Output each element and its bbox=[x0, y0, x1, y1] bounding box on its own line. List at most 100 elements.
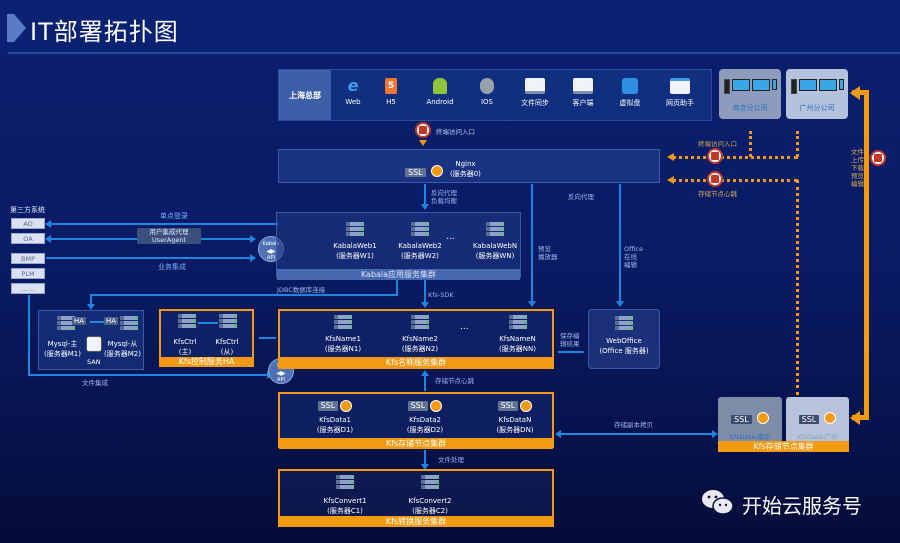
server-icon bbox=[120, 316, 138, 333]
office-edit-label: Office 在线 编辑 bbox=[624, 245, 643, 269]
title-chevron-icon bbox=[7, 14, 14, 42]
html5-icon: 5 bbox=[385, 78, 397, 94]
heartbeat-dotted bbox=[672, 179, 798, 182]
cloud-drive-icon bbox=[622, 78, 638, 94]
jdbc-link bbox=[90, 294, 398, 296]
label-line: 负载均衡 bbox=[431, 197, 457, 205]
server-icon bbox=[421, 475, 439, 492]
wechat-icon bbox=[702, 490, 734, 515]
kfs-data-node[interactable]: SSL KfsData1 (服务器D1) bbox=[305, 400, 365, 435]
label-line: 文件 bbox=[851, 148, 864, 156]
arrow-down-icon bbox=[421, 302, 429, 308]
link-line bbox=[424, 184, 426, 204]
node-name: KabalaWebN bbox=[472, 242, 518, 250]
file-integration-label: 文件集成 bbox=[82, 379, 108, 387]
client-bar bbox=[278, 69, 712, 121]
client-android[interactable]: Android bbox=[415, 74, 465, 118]
node-name: KfsCtrl bbox=[215, 338, 239, 346]
disk-icon bbox=[86, 336, 102, 352]
arrow-up-icon bbox=[421, 370, 429, 376]
nginx-node: Nginx (服务器0) bbox=[450, 159, 481, 179]
node-server: (服务器N2) bbox=[401, 345, 439, 353]
nginx-box[interactable] bbox=[278, 149, 660, 183]
jdbc-label: JDBC数据库连接 bbox=[277, 286, 326, 294]
third-party-plm[interactable]: PLM bbox=[11, 268, 45, 279]
dotted-link bbox=[796, 131, 799, 157]
kfs-data-node[interactable]: SSL KfsDataN (服务器DN) bbox=[485, 400, 545, 435]
branch-label: 南京分公司 bbox=[732, 104, 768, 112]
client-web-helper[interactable]: 网页助手 bbox=[655, 74, 705, 118]
node-name: KfsName1 bbox=[325, 335, 361, 343]
nginx-name: Nginx bbox=[455, 160, 476, 168]
node-name: KfsConvert2 bbox=[408, 497, 452, 505]
user-agent-badge: 用户集成代理 UserAgent bbox=[137, 228, 201, 244]
client-h5[interactable]: 5 H5 bbox=[366, 74, 416, 118]
devices-icon bbox=[719, 79, 781, 97]
ssl-icon: SSL bbox=[405, 168, 426, 177]
label-line: 播放器 bbox=[538, 253, 558, 261]
kfs-name-node[interactable]: KfsName1 (服务器N1) bbox=[318, 315, 368, 354]
client-ios[interactable]: IOS bbox=[462, 74, 512, 118]
node-server: (服务器C2) bbox=[412, 507, 448, 515]
server-icon bbox=[411, 222, 429, 239]
node-server: (服务器NN) bbox=[499, 345, 536, 353]
third-party-oa[interactable]: OA bbox=[11, 233, 45, 244]
third-party-bmp[interactable]: BMP bbox=[11, 253, 45, 264]
kfs-convert-node[interactable]: KfsConvert1 (服务器C1) bbox=[315, 475, 375, 516]
server-icon bbox=[615, 316, 633, 333]
link-line bbox=[424, 280, 426, 302]
ha-label: HA bbox=[72, 317, 87, 325]
firewall-icon bbox=[415, 122, 431, 138]
client-label: 网页助手 bbox=[666, 99, 694, 107]
node-server: (服务器W1) bbox=[336, 252, 374, 260]
kfs-convert-node[interactable]: KfsConvert2 (服务器C2) bbox=[400, 475, 460, 516]
ha-link bbox=[90, 321, 104, 323]
kabala-node[interactable]: KabalaWebN (服务器WN) bbox=[470, 222, 520, 261]
label-line: 编辑 bbox=[624, 261, 637, 269]
label-line: 用户集成代理 bbox=[149, 228, 189, 236]
kabala-node[interactable]: KabalaWeb1 (服务器W1) bbox=[330, 222, 380, 261]
label-line: 预览 bbox=[851, 172, 864, 180]
android-icon bbox=[433, 78, 447, 94]
client-desktop[interactable]: 客户端 bbox=[558, 74, 608, 118]
branch-nanjing[interactable]: 南京分公司 bbox=[719, 69, 781, 119]
kfs-data-node[interactable]: SSL KfsData2 (服务器D2) bbox=[395, 400, 455, 435]
branch-heartbeat-label: 存储节点心跳 bbox=[698, 190, 737, 198]
label-line: 预览 bbox=[538, 245, 551, 253]
third-party-more[interactable]: ...... bbox=[11, 283, 45, 294]
kabala-node[interactable]: KabalaWeb2 (服务器W2) bbox=[395, 222, 445, 261]
monitor-icon bbox=[573, 78, 593, 94]
arrow-left-icon bbox=[850, 411, 860, 425]
kfs-name-node[interactable]: KfsName2 (服务器N2) bbox=[395, 315, 445, 354]
client-web[interactable]: e Web bbox=[328, 74, 378, 118]
branch-guangzhou[interactable]: 广州分公司 bbox=[786, 69, 848, 119]
kfs-branch-data-label: Kfs存储节点集群 bbox=[718, 441, 849, 452]
exchange-icon: ◀▶ bbox=[266, 248, 276, 255]
apple-icon bbox=[480, 78, 494, 94]
branch-terminal-entry-label: 终端访问入口 bbox=[698, 140, 737, 148]
client-label: Android bbox=[426, 98, 454, 106]
client-virtual-disk[interactable]: 虚拟盘 bbox=[605, 74, 655, 118]
arrow-left-icon bbox=[45, 220, 51, 228]
server-icon bbox=[219, 314, 237, 331]
reverse-proxy-label: 反向代理 bbox=[568, 193, 594, 201]
link-line bbox=[28, 295, 30, 375]
third-party-ad[interactable]: AD bbox=[11, 218, 45, 229]
title-bar bbox=[0, 0, 900, 55]
kfs-ctrl-slave: KfsCtrl (从) bbox=[207, 337, 247, 357]
nginx-server: (服务器0) bbox=[450, 170, 481, 178]
title-chevron-tip bbox=[14, 14, 26, 42]
file-ops-label: 文件 上传 下载 预览 编辑 bbox=[851, 148, 864, 188]
server-icon bbox=[178, 314, 196, 331]
node-server: (服务器W2) bbox=[401, 252, 439, 260]
link-line bbox=[424, 376, 426, 391]
hq-label: 上海总部 bbox=[279, 70, 331, 120]
arrow-left-icon bbox=[850, 86, 860, 100]
page-title: IT部署拓扑图 bbox=[30, 18, 179, 46]
client-file-sync[interactable]: 文件同步 bbox=[510, 74, 560, 118]
kfs-name-node[interactable]: KfsNameN (服务器NN) bbox=[490, 315, 545, 354]
biz-integration-link bbox=[46, 257, 250, 259]
ie-icon: e bbox=[347, 76, 359, 95]
kfs-data-guangzhou[interactable]: SSL KfsData-广州 bbox=[786, 397, 849, 443]
kfs-data-nanjing[interactable]: SSL KfsData-南京 bbox=[718, 397, 782, 443]
